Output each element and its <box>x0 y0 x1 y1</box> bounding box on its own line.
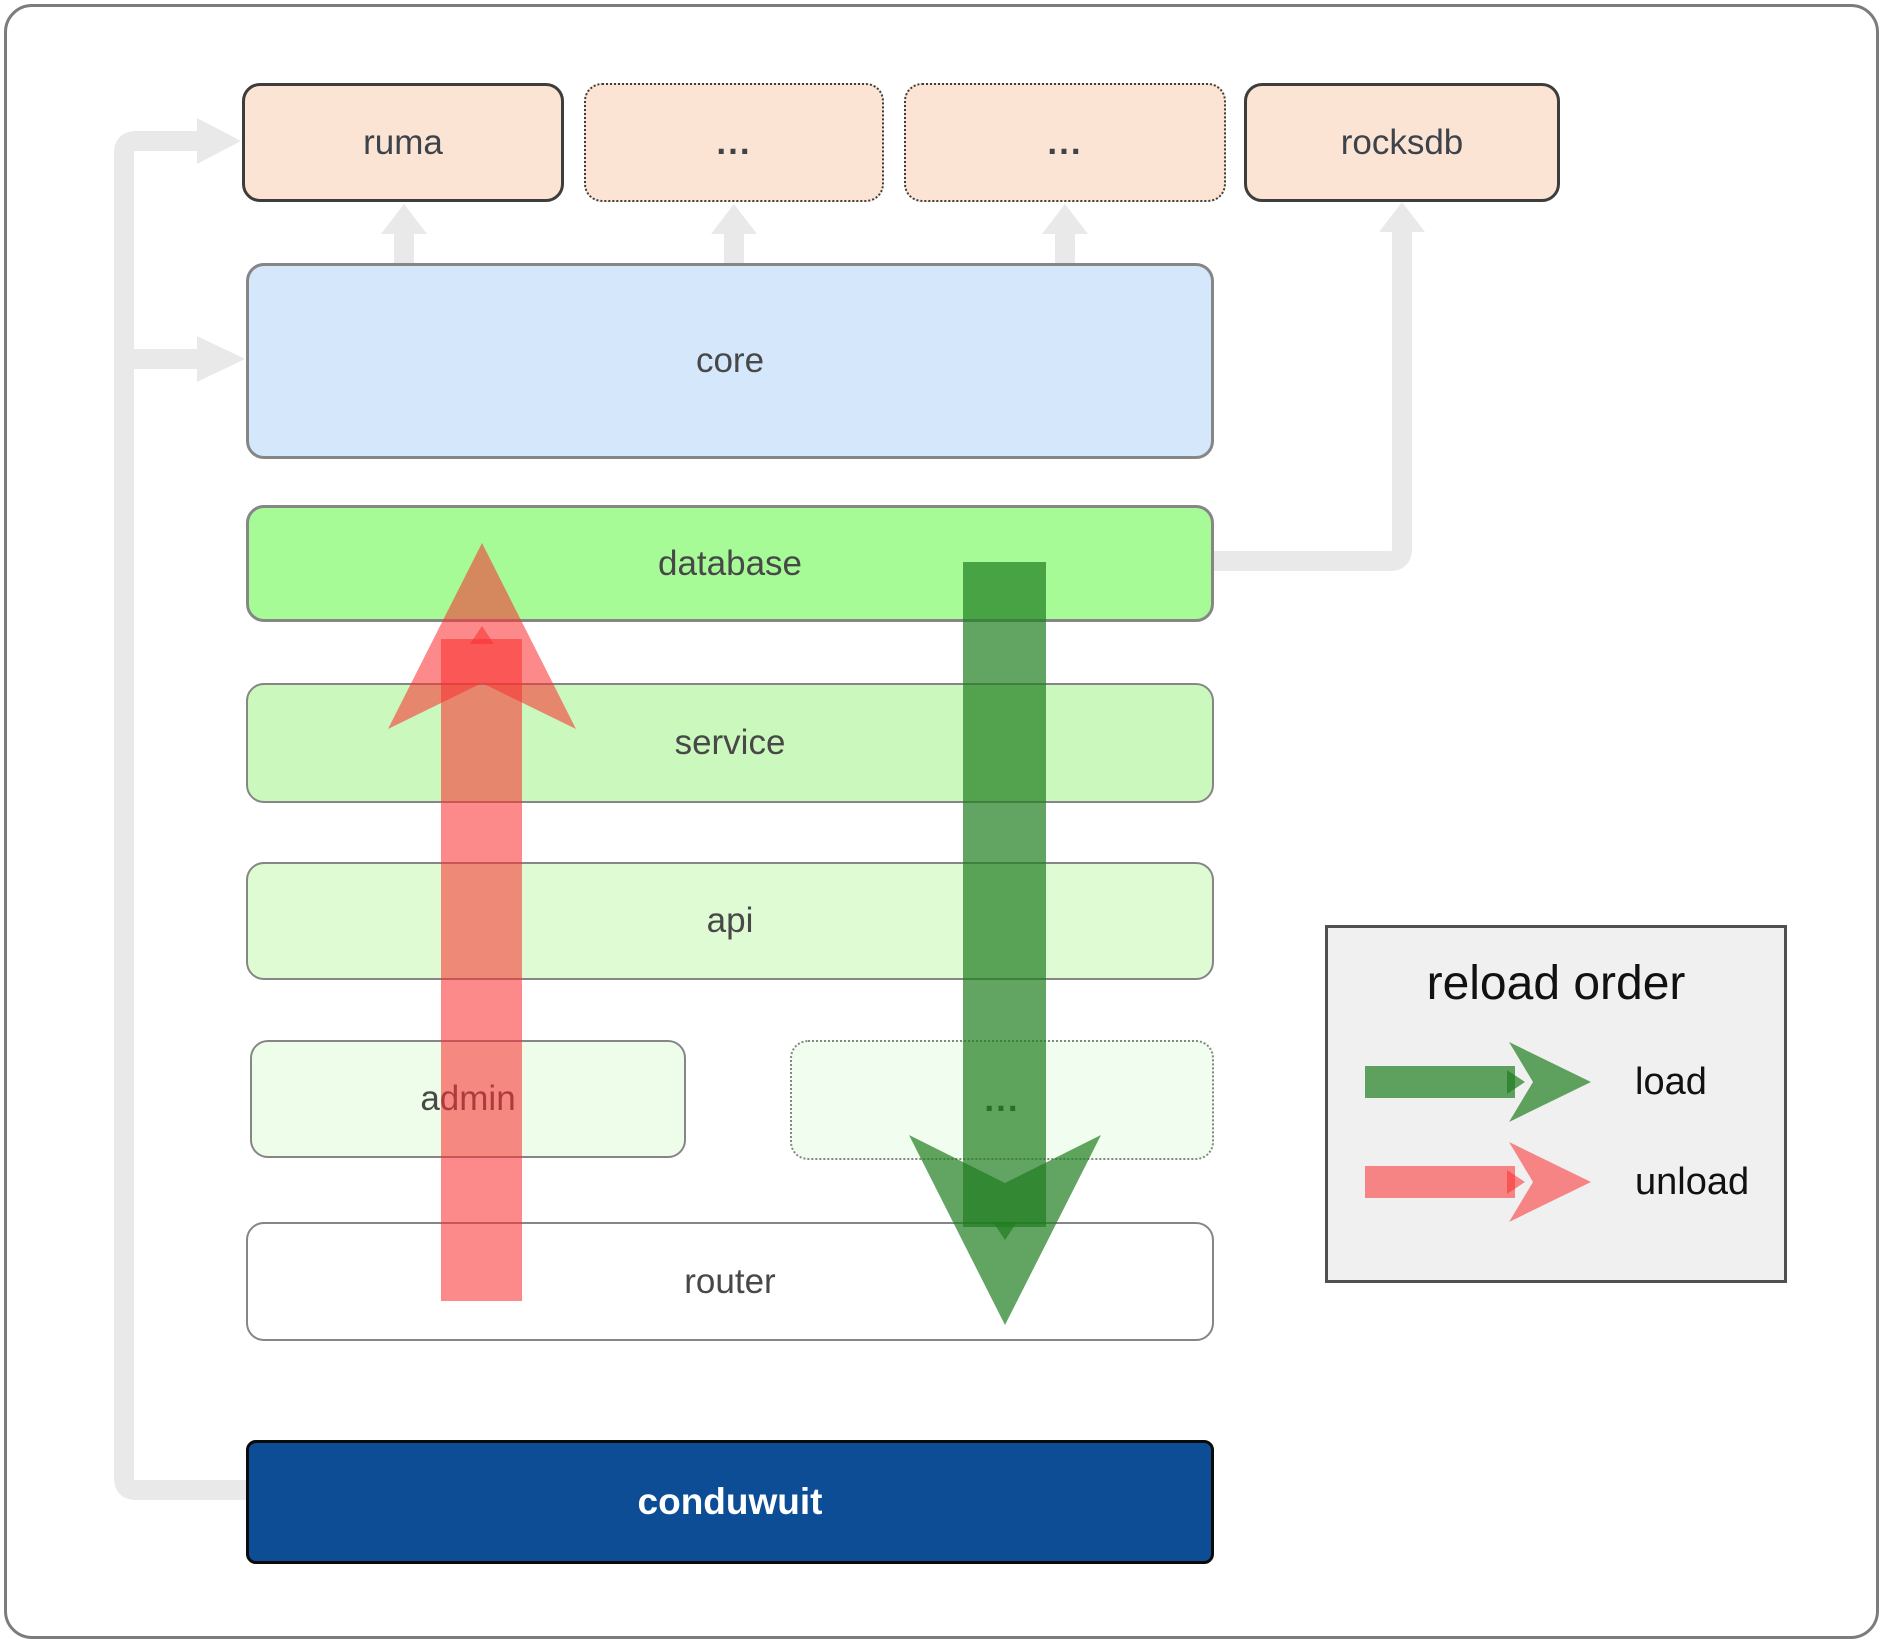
legend-load-arrow-icon <box>1365 1042 1591 1122</box>
box-database-label: database <box>657 543 803 583</box>
legend-title: reload order <box>1426 957 1686 1010</box>
box-conduwuit-label: conduwuit <box>637 1481 823 1522</box>
box-dependency-more-b-label: ... <box>1047 122 1083 162</box>
box-dependency-more-a-label: ... <box>716 122 752 162</box>
box-rocksdb-label: rocksdb <box>1340 122 1464 162</box>
box-database: database <box>246 505 1214 622</box>
box-conduwuit: conduwuit <box>246 1440 1214 1564</box>
box-ruma: ruma <box>242 83 564 202</box>
box-service-label: service <box>674 723 786 762</box>
box-api: api <box>246 862 1214 980</box>
legend: reload order load unload <box>1325 925 1787 1283</box>
legend-unload-label: unload <box>1635 1161 1750 1203</box>
box-service-more: ... <box>790 1040 1214 1160</box>
box-router-label: router <box>684 1261 776 1301</box>
box-core: core <box>246 263 1214 459</box>
legend-item-unload: unload <box>1363 1140 1763 1225</box>
box-rocksdb: rocksdb <box>1244 83 1560 202</box>
box-ruma-label: ruma <box>363 122 443 162</box>
box-core-label: core <box>695 341 765 380</box>
diagram-outer-frame <box>4 4 1879 1639</box>
box-admin: admin <box>250 1040 686 1158</box>
box-service-more-label: ... <box>984 1080 1020 1119</box>
legend-unload-arrow-icon <box>1365 1142 1591 1222</box>
box-service: service <box>246 683 1214 803</box>
legend-item-load: load <box>1363 1040 1763 1125</box>
box-dependency-more-b: ... <box>904 83 1226 202</box>
box-dependency-more-a: ... <box>584 83 884 202</box>
box-admin-label: admin <box>420 1079 516 1118</box>
box-api-label: api <box>706 901 754 940</box>
legend-load-label: load <box>1635 1061 1707 1103</box>
box-router: router <box>246 1222 1214 1341</box>
